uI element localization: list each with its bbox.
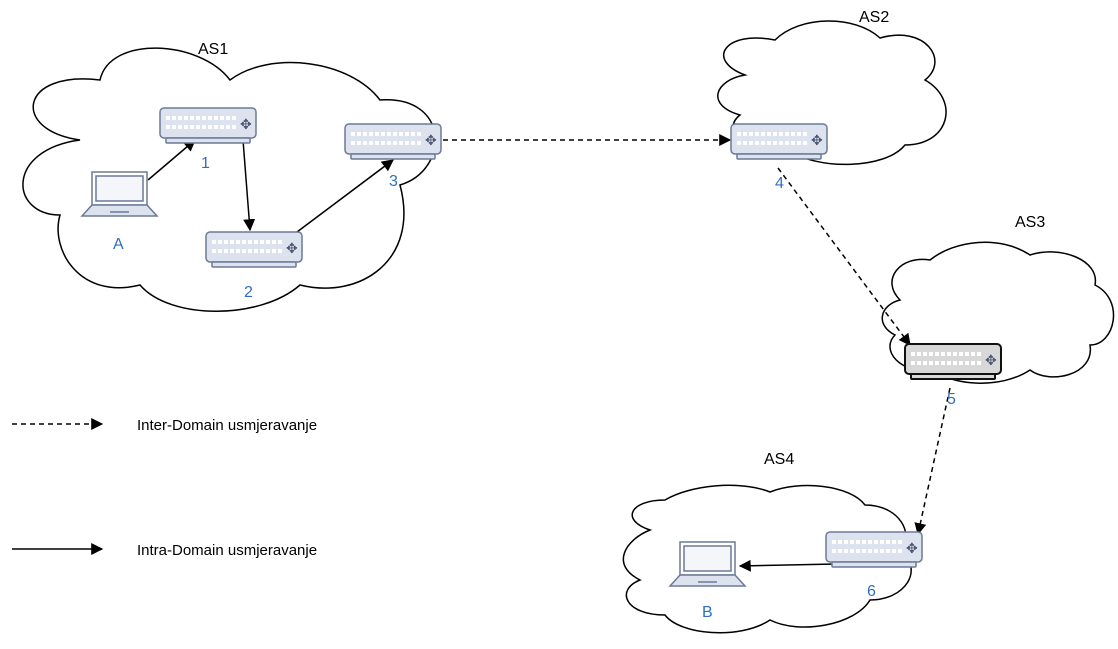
router-2-icon: ✥ xyxy=(205,231,303,268)
legend-intra-label: Intra-Domain usmjeravanje xyxy=(137,542,317,559)
as4-label: AS4 xyxy=(764,451,794,468)
host-a-label: A xyxy=(113,236,124,253)
move-icon: ✥ xyxy=(286,241,298,257)
as2-label: AS2 xyxy=(859,9,889,26)
router-4-icon: ✥ xyxy=(730,123,828,160)
as3-label: AS3 xyxy=(1015,214,1045,231)
as1-cloud xyxy=(22,47,437,312)
link-a-to-r1 xyxy=(147,139,196,181)
router-1-icon: ✥ xyxy=(159,107,257,144)
as4-cloud xyxy=(622,484,912,634)
link-r6-to-b xyxy=(738,559,837,572)
move-icon: ✥ xyxy=(906,541,918,557)
host-b-laptop-icon xyxy=(668,541,747,587)
router-5-label: 5 xyxy=(947,391,956,408)
router-5-icon: ✥ xyxy=(904,343,1002,380)
as1-label: AS1 xyxy=(198,41,228,58)
router-3-label: 3 xyxy=(389,173,398,190)
move-icon: ✥ xyxy=(240,117,252,133)
router-4-label: 4 xyxy=(775,175,784,192)
link-r5-to-r6 xyxy=(914,387,951,536)
host-b-label: B xyxy=(702,604,713,621)
legend-inter-label: Inter-Domain usmjeravanje xyxy=(137,417,317,434)
link-r1-to-r2 xyxy=(242,139,256,232)
move-icon: ✥ xyxy=(425,133,437,149)
router-3-icon: ✥ xyxy=(344,123,442,160)
move-icon: ✥ xyxy=(811,133,823,149)
router-6-icon: ✥ xyxy=(825,531,923,568)
router-1-label: 1 xyxy=(201,155,210,172)
link-r2-to-r3 xyxy=(296,159,394,233)
host-a-laptop-icon xyxy=(80,171,159,217)
link-r4-to-r5 xyxy=(777,167,911,346)
router-2-label: 2 xyxy=(244,284,253,301)
move-icon: ✥ xyxy=(985,353,997,369)
router-6-label: 6 xyxy=(867,583,876,600)
